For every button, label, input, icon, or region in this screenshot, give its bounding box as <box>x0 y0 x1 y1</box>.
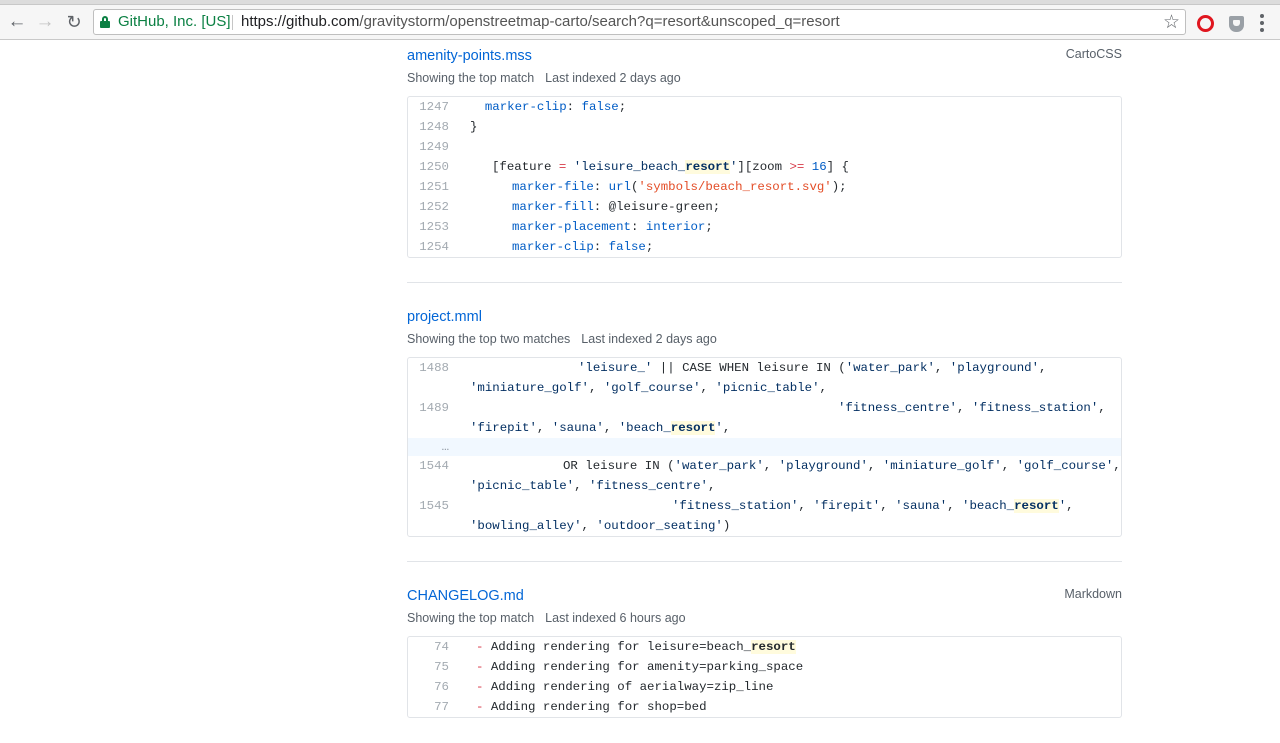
code-line: 1249 <box>408 137 1121 157</box>
code-line: 1488'leisure_' || CASE WHEN leisure IN (… <box>408 358 1121 378</box>
code-line: 1247 marker-clip: false; <box>408 97 1121 117</box>
result-meta: Showing the top match Last indexed 6 hour… <box>407 611 686 625</box>
arrow-left-icon: ← <box>7 11 27 32</box>
tab-strip <box>0 0 1280 5</box>
code-snippet: 74- Adding rendering for leisure=beach_r… <box>407 636 1122 718</box>
ellipsis-icon: … <box>441 440 449 454</box>
line-number[interactable]: 1251 <box>419 180 449 194</box>
line-number[interactable]: 77 <box>434 700 449 714</box>
browser-menu-icon[interactable] <box>1260 14 1264 32</box>
match-info: Showing the top match <box>407 71 535 85</box>
address-bar[interactable]: GitHub, Inc. [US] https://github.com/gra… <box>93 9 1186 35</box>
line-number[interactable]: 1253 <box>419 220 449 234</box>
last-indexed: Last indexed 6 hours ago <box>545 611 686 625</box>
url-text[interactable]: https://github.com/gravitystorm/openstre… <box>241 13 840 30</box>
code-line: 1248} <box>408 117 1121 137</box>
arrow-right-icon: → <box>35 11 55 32</box>
code-line: 'picnic_table', 'fitness_centre', <box>470 479 716 493</box>
site-identity[interactable]: GitHub, Inc. [US] <box>118 13 231 30</box>
line-number[interactable]: 75 <box>434 660 449 674</box>
match-info: Showing the top two matches <box>407 332 571 346</box>
line-number[interactable]: 1250 <box>419 160 449 174</box>
code-line: 77- Adding rendering for shop=bed <box>408 697 1121 717</box>
lock-icon <box>100 16 110 28</box>
last-indexed: Last indexed 2 days ago <box>545 71 681 85</box>
url-separator <box>232 15 233 30</box>
code-line: 'firepit', 'sauna', 'beach_resort', <box>470 421 731 435</box>
result-meta: Showing the top two matches Last indexed … <box>407 332 717 346</box>
reload-icon: ↻ <box>66 12 82 32</box>
result-file-link[interactable]: project.mml <box>407 309 482 325</box>
code-snippet: 1247 marker-clip: false; 1248} 1249 1250… <box>407 96 1122 258</box>
line-number[interactable]: 76 <box>434 680 449 694</box>
line-number[interactable]: 1544 <box>419 459 449 473</box>
forward-button[interactable]: → <box>34 11 56 33</box>
star-icon[interactable]: ☆ <box>1162 12 1180 33</box>
line-number[interactable]: 1249 <box>419 140 449 154</box>
line-number[interactable]: 1545 <box>419 499 449 513</box>
line-number[interactable]: 1248 <box>419 120 449 134</box>
code-line: 76- Adding rendering of aerialway=zip_li… <box>408 677 1121 697</box>
shield-extension-icon[interactable] <box>1229 16 1244 32</box>
back-button[interactable]: ← <box>6 11 28 33</box>
url-path: /gravitystorm/openstreetmap-carto/search… <box>359 13 840 30</box>
code-line: 'miniature_golf', 'golf_course', 'picnic… <box>470 381 827 395</box>
result-file-link[interactable]: amenity-points.mss <box>407 48 532 64</box>
code-line: 74- Adding rendering for leisure=beach_r… <box>408 637 1121 657</box>
code-line: 1250[feature = 'leisure_beach_resort'][z… <box>408 157 1121 177</box>
reload-button[interactable]: ↻ <box>63 11 85 33</box>
code-line: 'bowling_alley', 'outdoor_seating') <box>470 519 731 533</box>
line-number[interactable]: 1247 <box>419 100 449 114</box>
code-line: 75- Adding rendering for amenity=parking… <box>408 657 1121 677</box>
line-number[interactable]: 1488 <box>419 361 449 375</box>
result-language: CartoCSS <box>1065 47 1122 61</box>
code-gap[interactable]: … <box>408 438 1121 456</box>
url-host: https://github.com <box>241 13 360 30</box>
result-divider <box>407 282 1122 283</box>
line-number[interactable]: 1252 <box>419 200 449 214</box>
line-number[interactable]: 1254 <box>419 240 449 254</box>
match-info: Showing the top match <box>407 611 535 625</box>
result-divider <box>407 561 1122 562</box>
code-snippet: 1488'leisure_' || CASE WHEN leisure IN (… <box>407 357 1122 537</box>
result-file-link[interactable]: CHANGELOG.md <box>407 588 524 604</box>
last-indexed: Last indexed 2 days ago <box>581 332 717 346</box>
code-line: 1545'fitness_station', 'firepit', 'sauna… <box>408 496 1121 516</box>
result-language: Markdown <box>1064 587 1122 601</box>
browser-toolbar: ← → ↻ GitHub, Inc. [US] https://github.c… <box>0 5 1280 40</box>
code-line: 1489'fitness_centre', 'fitness_station', <box>408 398 1121 418</box>
result-meta: Showing the top match Last indexed 2 days… <box>407 71 681 85</box>
line-number[interactable]: 74 <box>434 640 449 654</box>
opera-extension-icon[interactable] <box>1197 15 1214 32</box>
line-number[interactable]: 1489 <box>419 401 449 415</box>
